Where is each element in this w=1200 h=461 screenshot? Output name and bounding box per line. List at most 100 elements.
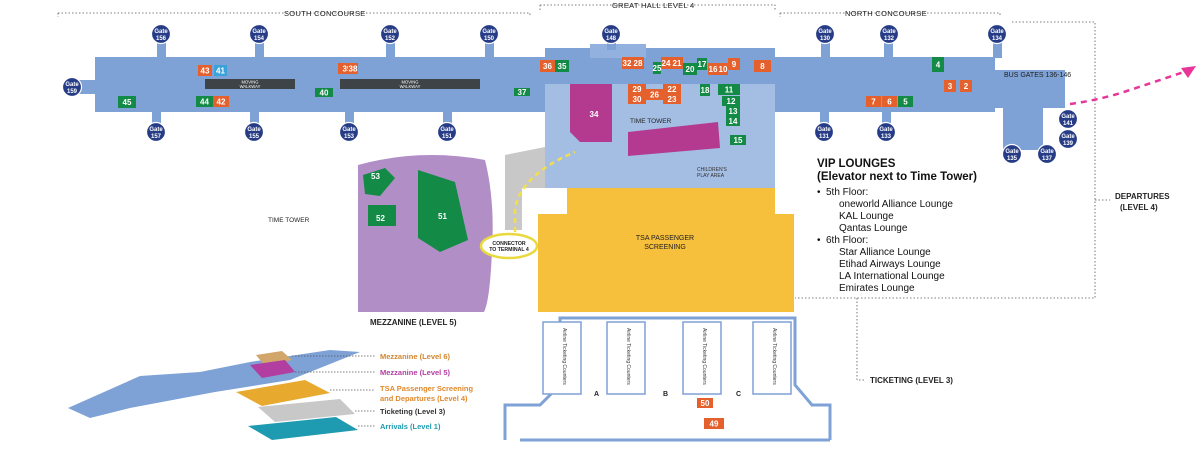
- store-35[interactable]: 35: [555, 60, 569, 72]
- store-number: 49: [710, 420, 719, 429]
- store-42[interactable]: 42: [213, 96, 229, 107]
- store-24[interactable]: 24: [661, 57, 671, 69]
- gate-marker: [338, 121, 360, 143]
- ticketing-level-3: [503, 316, 832, 442]
- store-number: 25: [653, 64, 662, 73]
- store-40[interactable]: 40: [315, 88, 333, 98]
- north-concourse-label: NORTH CONCOURSE: [845, 9, 927, 18]
- store-block: [661, 57, 671, 69]
- store-34[interactable]: [570, 84, 612, 142]
- store-45[interactable]: 45: [118, 96, 136, 108]
- gate-marker: [145, 121, 167, 143]
- walkway-2: [340, 79, 480, 89]
- store-37[interactable]: 37: [514, 88, 530, 97]
- store-11[interactable]: 11: [718, 84, 740, 95]
- store-47[interactable]: [363, 168, 395, 196]
- store-3[interactable]: 3: [944, 80, 956, 92]
- store-12[interactable]: 12: [722, 96, 740, 106]
- legend-level-1: Arrivals (Level 1): [380, 422, 441, 431]
- store-18[interactable]: 18: [700, 84, 710, 96]
- store-48[interactable]: [368, 205, 396, 226]
- store-41[interactable]: 41: [214, 65, 227, 76]
- store-25[interactable]: 25: [653, 62, 662, 74]
- store-9[interactable]: 9: [728, 58, 740, 70]
- store-8[interactable]: 8: [754, 60, 771, 72]
- vip-lounge: Star Alliance Lounge: [839, 247, 931, 258]
- store-39[interactable]: 39: [338, 63, 356, 74]
- store-49[interactable]: 49: [704, 418, 724, 429]
- connector-path: [513, 150, 576, 232]
- store-36[interactable]: 36: [540, 60, 555, 72]
- store-17[interactable]: 17: [697, 58, 707, 70]
- store-number: 38: [349, 65, 358, 74]
- store-34-label: 34: [590, 110, 599, 119]
- store-block: [722, 96, 740, 106]
- store-20[interactable]: 20: [683, 63, 697, 75]
- store-block: [697, 58, 707, 70]
- store-4[interactable]: 4: [932, 57, 944, 72]
- counter-text-b: Airline Ticketing Counters: [625, 328, 631, 385]
- store-22[interactable]: 22: [663, 84, 681, 94]
- store-5[interactable]: 5: [898, 96, 913, 107]
- store-30[interactable]: 30: [628, 94, 646, 104]
- store-38[interactable]: 38: [348, 63, 358, 74]
- gate-word: Gate: [342, 127, 356, 133]
- store-14[interactable]: 14: [726, 116, 740, 126]
- store-32[interactable]: 32: [622, 57, 632, 69]
- store-block: [632, 57, 644, 69]
- vip-lounge: Emirates Lounge: [839, 283, 915, 294]
- gate-number: 156: [156, 36, 167, 42]
- store-50[interactable]: 50: [697, 398, 713, 408]
- store-strip-19[interactable]: [628, 122, 720, 156]
- store-number: 13: [729, 107, 738, 116]
- store-44[interactable]: 44: [196, 96, 213, 107]
- store-2[interactable]: 2: [960, 80, 972, 92]
- store-23[interactable]: 23: [663, 94, 681, 104]
- store-29[interactable]: 29: [628, 84, 646, 94]
- gate-word: Gate: [252, 29, 266, 35]
- store-28[interactable]: 28: [632, 57, 644, 69]
- store-block: [700, 84, 710, 96]
- gate-number: 137: [1042, 156, 1053, 162]
- vip-lounges-panel: VIP LOUNGES (Elevator next to Time Tower…: [817, 158, 1017, 295]
- walkway-1: [205, 79, 295, 89]
- store-13[interactable]: 13: [726, 106, 740, 116]
- store-10[interactable]: 10: [718, 63, 728, 75]
- gate-word: Gate: [1040, 149, 1054, 155]
- store-block: [718, 84, 740, 95]
- store-26[interactable]: 26: [646, 89, 663, 100]
- store-7[interactable]: 7: [866, 96, 881, 107]
- store-43[interactable]: 43: [198, 65, 212, 76]
- store-6[interactable]: 6: [882, 96, 897, 107]
- vip-title: VIP LOUNGES: [817, 158, 896, 170]
- connector-badge[interactable]: [479, 232, 539, 260]
- store-15[interactable]: 15: [730, 135, 746, 145]
- store-46[interactable]: [418, 170, 468, 252]
- store-21[interactable]: 21: [671, 57, 683, 69]
- store-16[interactable]: 16: [708, 63, 718, 75]
- connector-line2: TO TERMINAL 4: [489, 247, 529, 253]
- store-block: [726, 106, 740, 116]
- store-block: [683, 63, 697, 75]
- walkway-1-line2: WALKWAY: [240, 84, 261, 89]
- store-number: 43: [201, 67, 210, 76]
